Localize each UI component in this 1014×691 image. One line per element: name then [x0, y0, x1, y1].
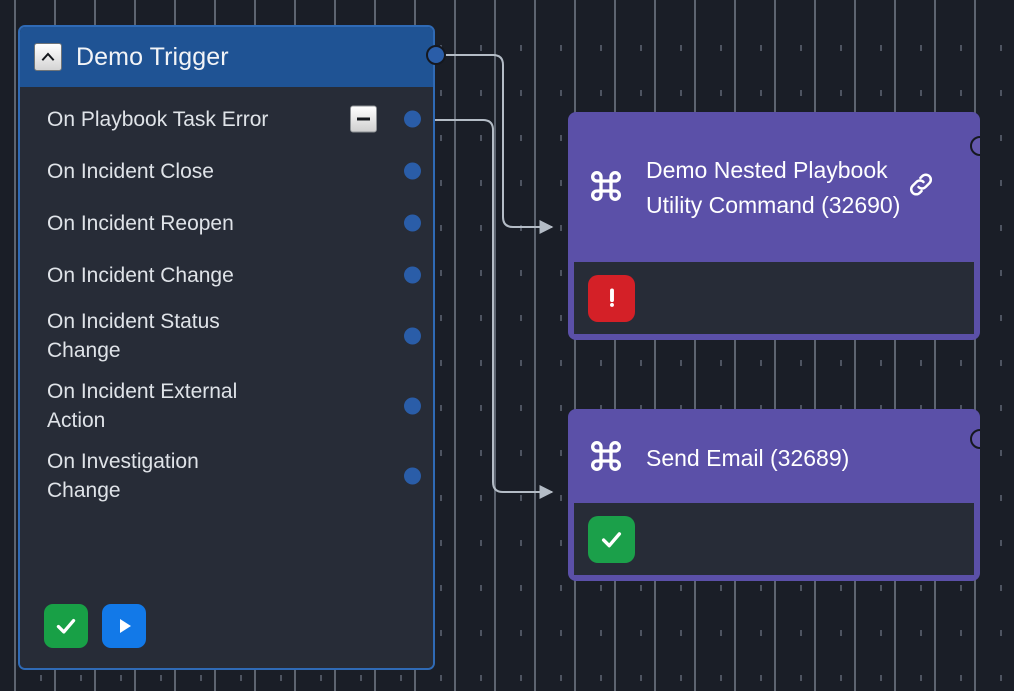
trigger-row-on-incident-reopen[interactable]: On Incident Reopen [20, 197, 433, 249]
chevron-up-icon[interactable] [34, 43, 62, 71]
status-badge[interactable] [588, 515, 635, 563]
task-node-send-email[interactable]: Send Email (32689) [568, 409, 980, 581]
task-node-status-bar [574, 262, 974, 334]
task-node-header: Send Email (32689) [568, 409, 980, 505]
output-port[interactable] [404, 110, 421, 128]
trigger-row-label: On Incident Change [47, 263, 234, 287]
trigger-panel-footer [20, 590, 433, 668]
command-icon [586, 436, 626, 481]
check-icon[interactable] [44, 604, 88, 648]
trigger-row-label: On Incident Status Change [47, 310, 220, 362]
task-node-header: Demo Nested Playbook Utility Command (32… [568, 112, 980, 262]
trigger-panel[interactable]: Demo Trigger On Playbook Task Error On I… [18, 25, 435, 670]
task-node-title: Demo Nested Playbook Utility Command (32… [646, 157, 901, 218]
play-icon[interactable] [102, 604, 146, 648]
output-port[interactable] [404, 162, 421, 180]
trigger-row-label: On Incident Close [47, 159, 214, 183]
link-icon[interactable] [906, 170, 936, 205]
trigger-panel-header[interactable]: Demo Trigger [20, 27, 433, 87]
trigger-row-on-incident-change[interactable]: On Incident Change [20, 249, 433, 301]
command-icon [586, 166, 626, 211]
status-badge[interactable] [588, 274, 635, 322]
trigger-row-on-playbook-task-error[interactable]: On Playbook Task Error [20, 93, 433, 145]
edge-task-error-to-email [417, 119, 554, 499]
trigger-row-label: On Playbook Task Error [47, 107, 269, 131]
task-node-status-bar [574, 503, 974, 575]
trigger-row-list: On Playbook Task Error On Incident Close… [20, 87, 433, 511]
page-title: Demo Trigger [76, 42, 229, 71]
output-port[interactable] [404, 266, 421, 284]
output-port[interactable] [404, 327, 421, 345]
minus-icon[interactable] [350, 105, 377, 133]
output-port[interactable] [404, 467, 421, 485]
edge-trigger-to-nested [443, 54, 554, 234]
trigger-row-on-incident-external-action[interactable]: On Incident External Action [20, 371, 433, 441]
trigger-row-on-incident-close[interactable]: On Incident Close [20, 145, 433, 197]
output-port[interactable] [404, 397, 421, 415]
trigger-row-on-investigation-change[interactable]: On Investigation Change [20, 441, 433, 511]
trigger-row-label: On Investigation Change [47, 450, 199, 502]
trigger-row-label: On Incident Reopen [47, 211, 234, 235]
task-node-nested-playbook[interactable]: Demo Nested Playbook Utility Command (32… [568, 112, 980, 340]
trigger-row-on-incident-status-change[interactable]: On Incident Status Change [20, 301, 433, 371]
output-port[interactable] [404, 214, 421, 232]
task-node-title: Send Email (32689) [646, 444, 850, 471]
trigger-row-label: On Incident External Action [47, 380, 238, 432]
trigger-output-port[interactable] [426, 45, 446, 65]
